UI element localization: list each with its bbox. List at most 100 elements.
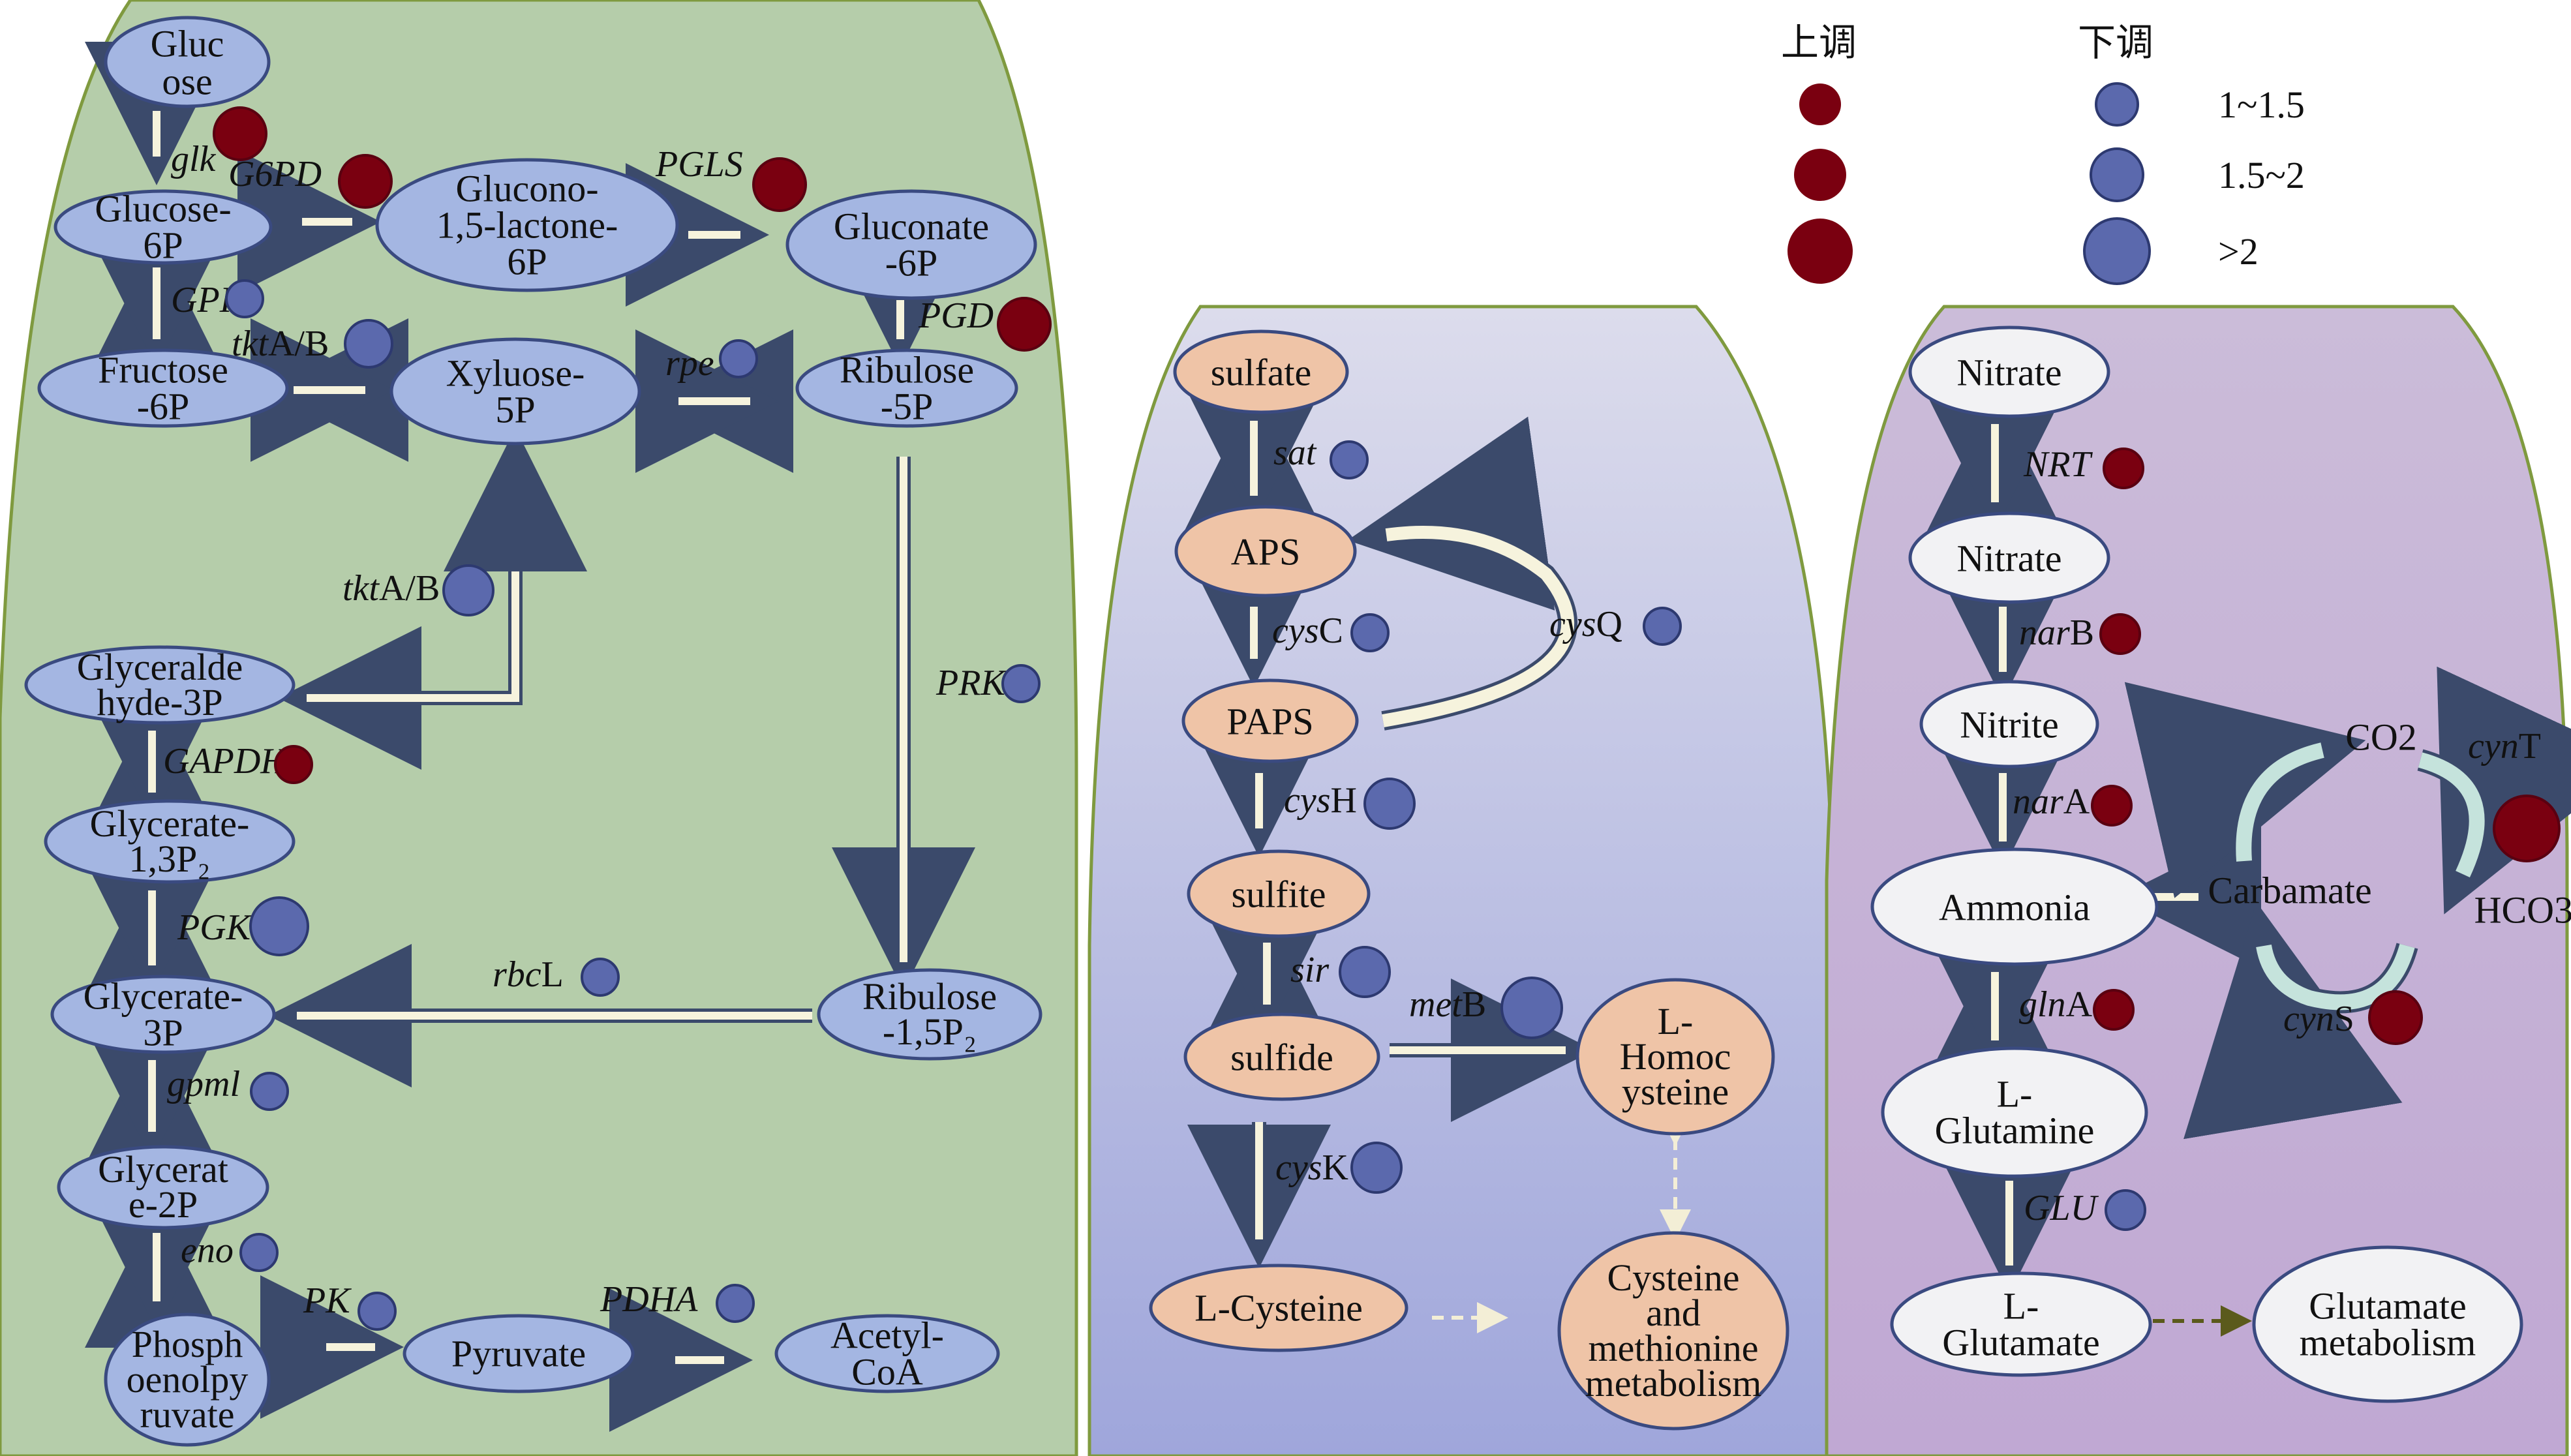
enzyme-label: narB [2019, 613, 2094, 653]
enzyme-label: eno [181, 1230, 234, 1271]
enzyme-pdha: PDHA [600, 1279, 755, 1323]
node-label: Fructose [98, 349, 228, 391]
node-paps: PAPS [1181, 678, 1359, 763]
node-gluconate: Gluconate-6P [785, 189, 1037, 300]
node-shape [403, 1314, 635, 1393]
enzyme-label: PK [303, 1281, 352, 1321]
node-ribulose15p2: Ribulose-1,5P₂ [817, 968, 1042, 1061]
enzyme-glk: glk [171, 106, 267, 179]
node-label: Glutamate [2309, 1285, 2467, 1327]
legend-up-small-dot [1799, 83, 1841, 125]
enzyme-label: PGD [918, 296, 994, 336]
node-label: Glycerate- [84, 975, 243, 1018]
node-aps: APS [1174, 505, 1357, 598]
fold-change-dot-up [2099, 613, 2141, 655]
node-shape [389, 337, 641, 446]
node-shape [1890, 1271, 2152, 1377]
enzyme-label: tktA/B [342, 568, 440, 609]
legend-range-3: >2 [2218, 230, 2259, 273]
node-sulfide: sulfide [1183, 1012, 1380, 1101]
enzyme-prk: PRK [936, 663, 1041, 703]
node-label: sulfide [1230, 1036, 1333, 1078]
fold-change-dot-up [997, 297, 1052, 352]
node-shape [37, 348, 289, 428]
node-shape [1908, 326, 2110, 418]
node-ammonia: Ammonia [1870, 847, 2159, 966]
node-label: hyde-3P [97, 681, 222, 723]
enzyme-label: glnA [2019, 984, 2093, 1025]
node-label: Glucono- [455, 168, 598, 210]
node-label: Xyluose- [446, 352, 585, 395]
node-label: 1,3P₂ [129, 838, 211, 880]
node-label: ysteine [1622, 1070, 1729, 1113]
node-shape [1881, 1046, 2148, 1178]
node-label: Phosph [132, 1323, 243, 1365]
node-label: -1,5P₂ [883, 1010, 977, 1053]
node-lcysteine: L-Cysteine [1149, 1264, 1408, 1352]
enzyme-label: GLU [2024, 1188, 2099, 1228]
fold-change-dot-down [1350, 613, 1390, 652]
node-label: oenolpy [127, 1358, 249, 1401]
node-label: L-Cysteine [1194, 1287, 1363, 1329]
fold-change-dot-down [2105, 1189, 2146, 1231]
node-label: Acetyl- [830, 1314, 944, 1357]
enzyme-label: gpml [167, 1064, 240, 1104]
fold-change-dot-up [2093, 989, 2135, 1031]
node-lglutamate: L-Glutamate [1890, 1271, 2152, 1377]
node-label: Homoc [1620, 1035, 1731, 1078]
node-shape [1174, 505, 1357, 598]
enzyme-pgls: PGLS [655, 144, 807, 212]
node-label: -6P [137, 386, 190, 428]
node-label: Glucose- [95, 188, 231, 230]
node-nitrate1: Nitrate [1908, 326, 2110, 418]
enzyme-label: GAPDH [163, 741, 288, 781]
enzyme-cyns: cynS [2283, 990, 2423, 1045]
enzyme-label: PGK [177, 907, 252, 948]
fold-change-dot-down [1500, 977, 1563, 1039]
fold-change-dot-up [338, 154, 393, 209]
node-label: ruvate [140, 1393, 235, 1436]
pathway-arrows [80, 42, 2571, 1432]
enzyme-gpi: GPI [171, 279, 264, 320]
node-label: sulfite [1232, 873, 1326, 915]
node-shape [24, 645, 296, 725]
node-glycerate3p: Glycerate-3P [50, 975, 276, 1054]
node-shape [57, 1145, 269, 1230]
metabolite-nodes: GlucoseGlucose-6PGlucono-1,5-lactone-6PG… [24, 16, 2571, 1447]
node-sulfate: sulfate [1173, 329, 1349, 414]
node-co2: CO2 [2345, 716, 2417, 759]
fold-change-dot-up [213, 106, 267, 161]
enzyme-rbcl: rbcL [493, 954, 620, 997]
fold-change-dot-down [1339, 946, 1391, 998]
node-glycerate2p: Glycerate-2P [57, 1145, 269, 1230]
enzyme-cysk: cysK [1275, 1142, 1403, 1194]
node-label: Carbamate [2208, 870, 2371, 912]
node-label: sulfate [1211, 351, 1312, 393]
node-shape [1908, 511, 2110, 604]
legend-down-small-dot [2095, 82, 2139, 127]
node-label: metabolism [1585, 1362, 1762, 1404]
legend-down-label: 下调 [2078, 22, 2153, 64]
node-shape [1575, 978, 1775, 1136]
node-shape [375, 158, 679, 292]
node-shape [1181, 678, 1359, 763]
node-glucose6p: Glucose-6P [53, 188, 273, 267]
enzyme-label: cysK [1275, 1147, 1348, 1188]
legend-down-medium-dot [2090, 147, 2144, 202]
legend-range-1: 1~1.5 [2218, 83, 2305, 126]
fold-change-dot-up [2091, 785, 2133, 827]
node-shape [50, 975, 276, 1054]
node-label: Ribulose [862, 975, 997, 1018]
arrow-paps-to-aps-curved [1347, 416, 1578, 731]
node-label: methionine [1589, 1327, 1759, 1369]
legend-range-2: 1.5~2 [2218, 154, 2305, 196]
node-label: ose [162, 60, 212, 102]
node-label: 3P [143, 1012, 183, 1054]
fold-change-dot-down [1643, 607, 1682, 646]
legend-up-medium-dot [1794, 149, 1846, 201]
enzyme-narb: narB [2019, 613, 2141, 655]
node-shape [104, 16, 271, 108]
node-label: metabolism [2300, 1322, 2476, 1364]
node-label: 1,5-lactone- [436, 204, 618, 247]
